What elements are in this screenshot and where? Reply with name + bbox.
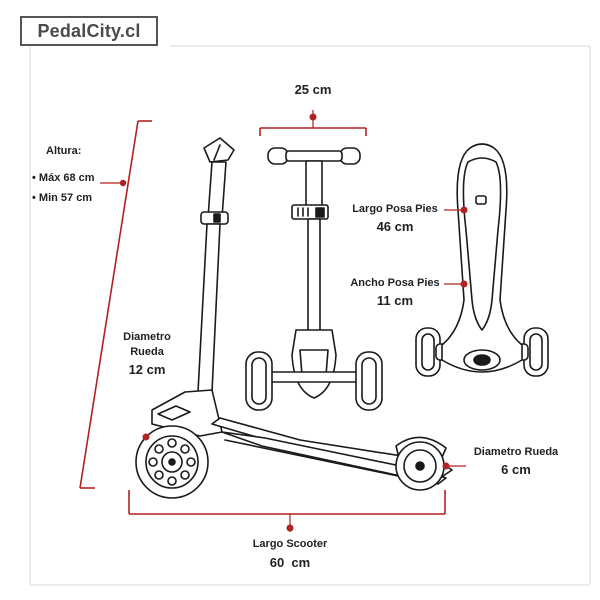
rear-wheel-value: 6 cm (501, 462, 531, 477)
scooter-length-value: 60 cm (269, 555, 311, 570)
brand-logo-text: PedalCity.cl (37, 20, 141, 41)
outer-frame (29, 45, 591, 586)
front-wheel-value: 12 cm (128, 362, 166, 377)
front-view-scooter (245, 147, 383, 411)
scooter-length-title: Largo Scooter (252, 538, 328, 550)
altura-max: • Máx 68 cm (32, 172, 95, 184)
deck-width-marker (444, 280, 468, 288)
front-wheel-marker (142, 433, 150, 441)
front-wheel-title-1: Diametro (123, 331, 171, 343)
side-view-scooter (135, 137, 453, 499)
handlebar-width-marker (309, 113, 317, 121)
height-leader (100, 179, 127, 187)
handlebar-width-value: 25 cm (294, 82, 332, 97)
length-marker (286, 524, 294, 532)
deck-width-value: 11 cm (376, 293, 414, 308)
deck-length-title: Largo Posa Pies (352, 203, 438, 215)
altura-title: Altura: (46, 145, 82, 157)
rear-wheel-marker (442, 462, 466, 470)
brand-logo: PedalCity.cl (20, 16, 158, 46)
altura-min: • Min 57 cm (32, 192, 93, 204)
top-view-deck (415, 143, 549, 377)
front-wheel-title-2: Rueda (130, 346, 164, 358)
rear-wheel-title: Diametro Rueda (473, 446, 559, 458)
deck-length-marker (444, 206, 468, 214)
deck-width-title: Ancho Posa Pies (350, 277, 440, 289)
deck-length-value: 46 cm (376, 219, 414, 234)
height-dimension-line (79, 120, 152, 489)
